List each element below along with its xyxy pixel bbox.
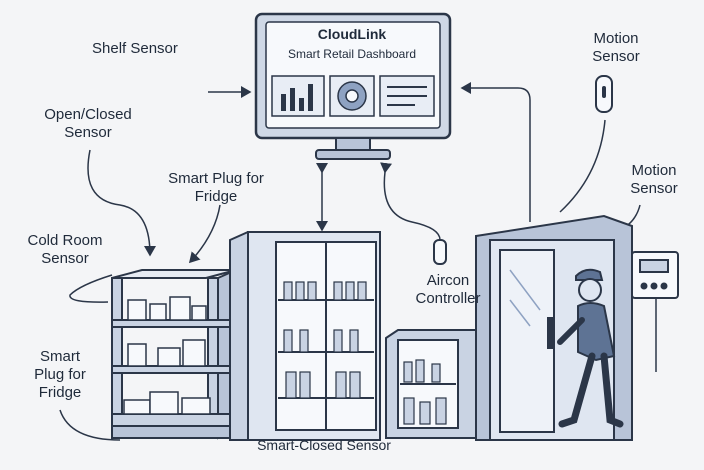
bar-chart-icon bbox=[271, 75, 325, 117]
wall-thermostat-device bbox=[631, 251, 679, 299]
aircon-sensor-device bbox=[433, 239, 447, 265]
dashboard-title: CloudLink bbox=[317, 26, 387, 42]
motion-sensor-top-label: Motion Sensor bbox=[592, 30, 640, 65]
cold-room-sensor-label: Cold Room Sensor bbox=[27, 232, 103, 267]
donut-chart-icon bbox=[329, 75, 375, 117]
aircon-controller-label: Aircon Controller bbox=[415, 272, 481, 307]
smart-plug-fridge-top-label: Smart Plug for Fridge bbox=[168, 170, 264, 205]
open-closed-sensor-label: Open/Closed Sensor bbox=[44, 106, 132, 141]
shelf-unit bbox=[111, 268, 237, 440]
smart-closed-sensor-label: Smart-Closed Sensor bbox=[257, 437, 391, 453]
dashboard-subtitle: Smart Retail Dashboard bbox=[287, 47, 417, 61]
list-icon bbox=[379, 75, 435, 117]
smart-plug-fridge-left-label: Smart Plug for Fridge bbox=[34, 348, 86, 401]
motion-sensor-right-label: Motion Sensor bbox=[630, 162, 678, 197]
refrigerator bbox=[229, 231, 381, 441]
person-walking bbox=[557, 268, 624, 428]
dashboard-monitor bbox=[254, 12, 452, 160]
connector-lines bbox=[59, 82, 657, 441]
drinks-cooler bbox=[385, 329, 477, 439]
shelf-sensor-label: Shelf Sensor bbox=[92, 40, 178, 57]
motion-sensor-device bbox=[595, 75, 613, 113]
